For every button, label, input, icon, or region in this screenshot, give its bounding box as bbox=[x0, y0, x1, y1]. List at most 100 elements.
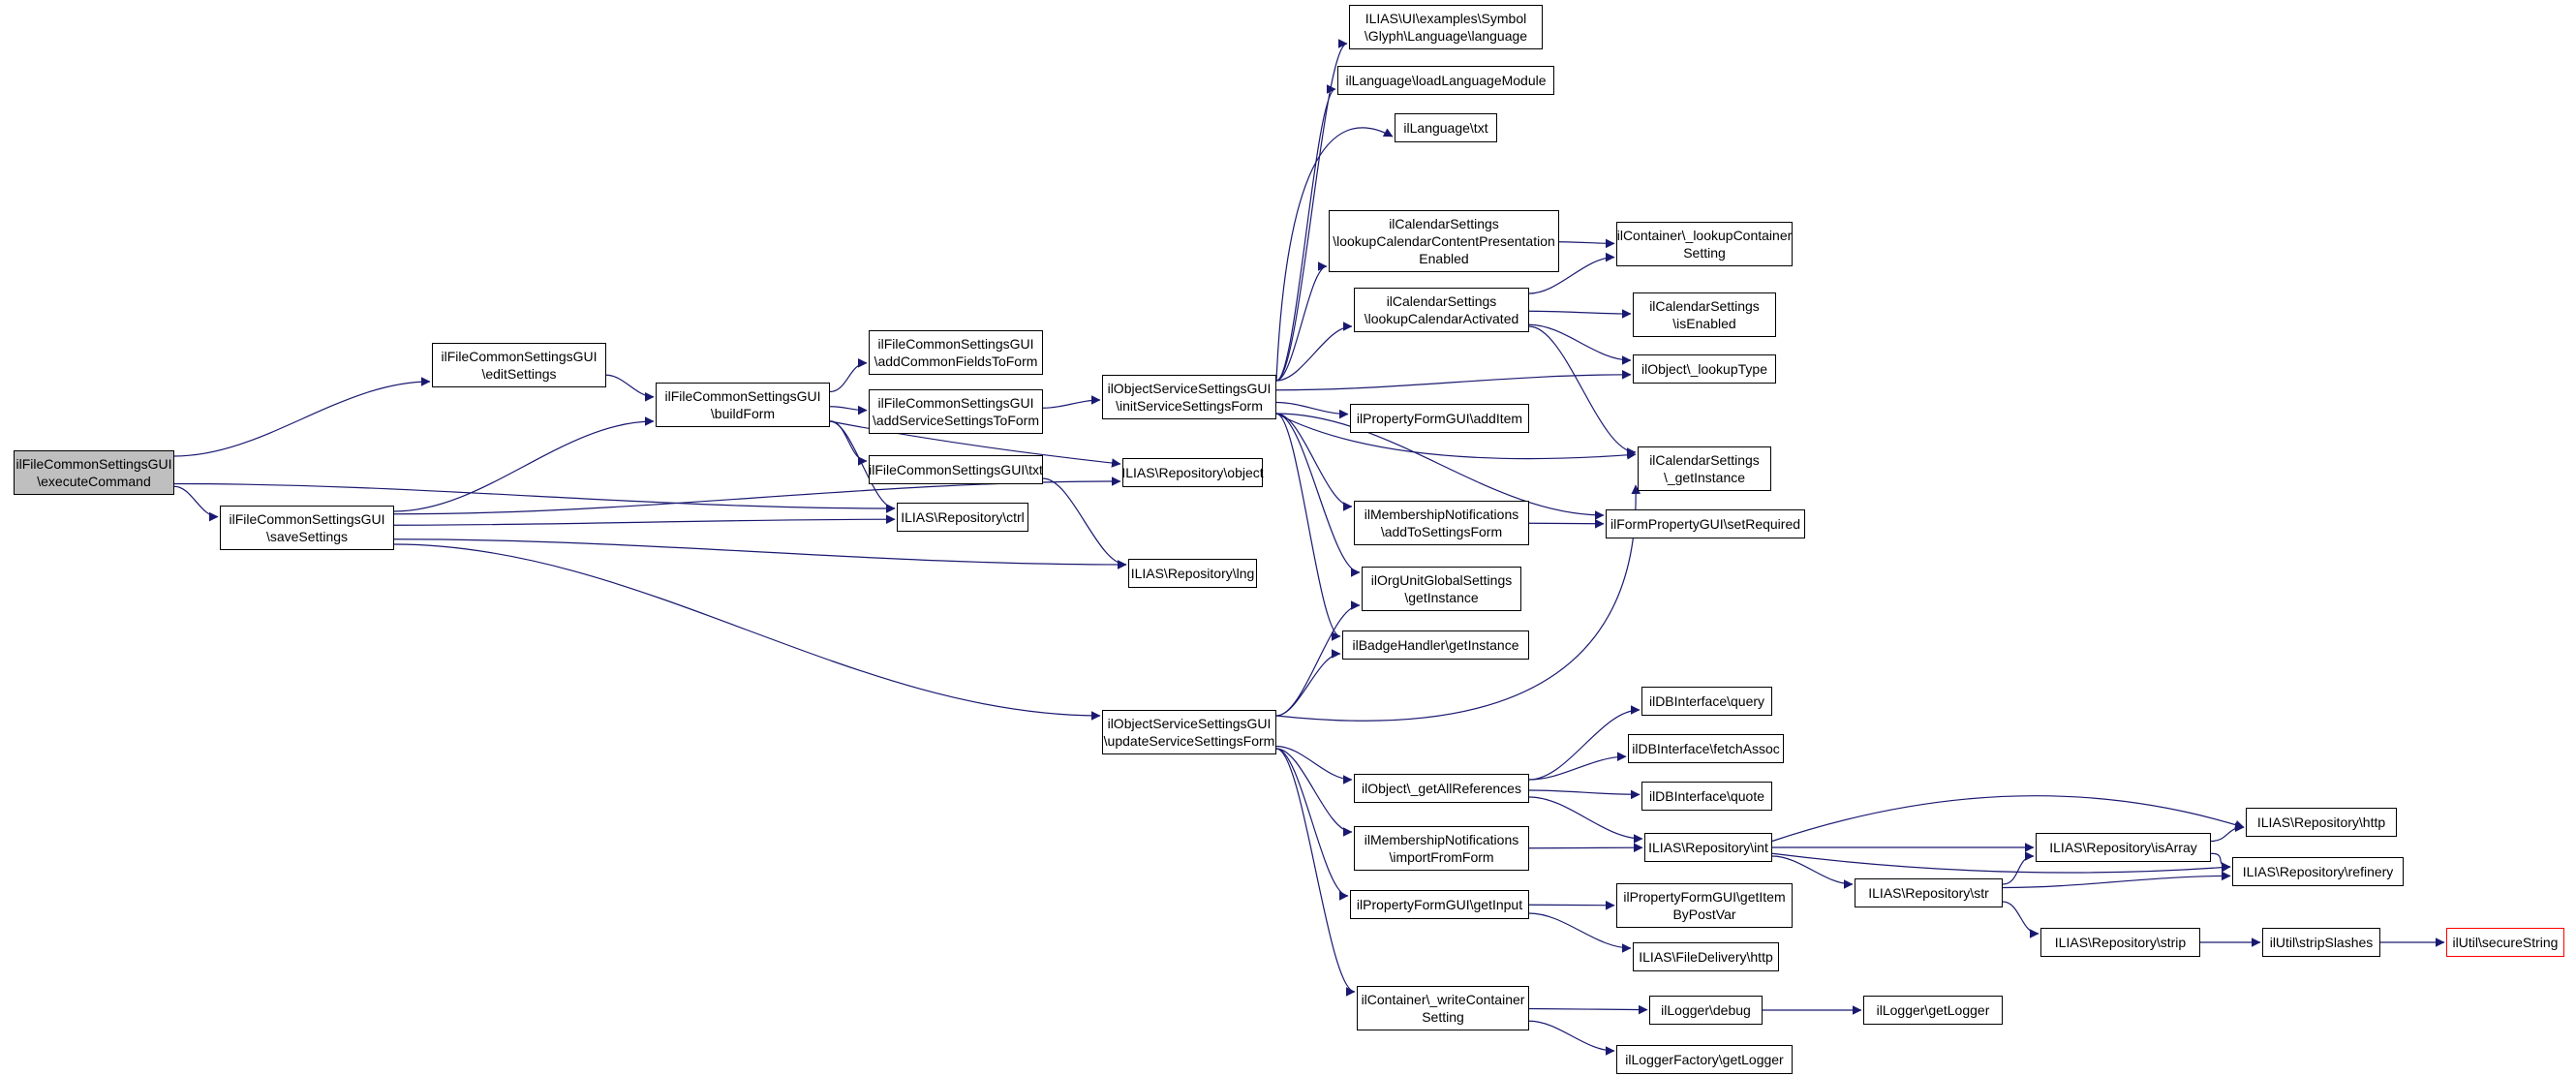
node-add-service-settings[interactable]: ilFileCommonSettingsGUI \addServiceSettin… bbox=[869, 389, 1043, 434]
edge-int--refinery bbox=[1771, 852, 2231, 874]
node-lookup-cal-activated[interactable]: ilCalendarSettings\lookupCalendarActivat… bbox=[1354, 288, 1529, 332]
node-label-line: \editSettings bbox=[481, 366, 557, 382]
edge-save-settings--build-form bbox=[393, 416, 655, 512]
node-label-line: ilUtil\stripSlashes bbox=[2269, 935, 2374, 950]
node-db-query[interactable]: ilDBInterface\query bbox=[1641, 687, 1772, 716]
edge-lookup-cal-activated--lookup-container-setting bbox=[1528, 252, 1615, 294]
node-object[interactable]: ILIAS\Repository\object bbox=[1121, 458, 1264, 487]
node-init-form[interactable]: ilObjectServiceSettingsGUI \initServiceSe… bbox=[1102, 375, 1276, 419]
node-set-required[interactable]: ilFormPropertyGUI\setRequired bbox=[1606, 509, 1805, 538]
edge-lookup-ccpe--lookup-container-setting bbox=[1558, 238, 1615, 249]
node-add-to-settings-form[interactable]: ilMembershipNotifications\addToSettingsF… bbox=[1354, 501, 1529, 545]
node-label-line: \Glyph\Language\language bbox=[1364, 28, 1528, 44]
edge-init-form--language bbox=[1275, 39, 1348, 382]
node-label-line: ILIAS\Repository\ctrl bbox=[901, 509, 1025, 525]
node-label-line: ILIAS\Repository\object bbox=[1121, 465, 1264, 480]
node-label-line: ILIAS\UI\examples\Symbol bbox=[1365, 11, 1527, 26]
node-save-settings[interactable]: ilFileCommonSettingsGUI\saveSettings bbox=[220, 506, 394, 550]
node-ctrl[interactable]: ILIAS\Repository\ctrl bbox=[897, 503, 1028, 532]
node-edit-settings[interactable]: ilFileCommonSettingsGUI\editSettings bbox=[432, 343, 606, 387]
node-import-from-form[interactable]: ilMembershipNotifications\importFromForm bbox=[1354, 826, 1529, 871]
node-update-form[interactable]: ilObjectServiceSettingsGUI\updateService… bbox=[1102, 710, 1276, 754]
node-label-line: ILIAS\Repository\lng bbox=[1130, 566, 1255, 581]
node-label-line: \addServiceSettingsToForm bbox=[873, 413, 1039, 428]
node-secure-string[interactable]: ilUtil\secureString bbox=[2446, 928, 2564, 957]
node-strip[interactable]: ILIAS\Repository\strip bbox=[2040, 928, 2200, 957]
edge-str--strip bbox=[2002, 901, 2039, 938]
node-str[interactable]: ILIAS\Repository\str bbox=[1855, 878, 2003, 907]
edge-build-form--object bbox=[829, 420, 1121, 468]
node-add-common-fields[interactable]: ilFileCommonSettingsGUI\addCommonFieldsT… bbox=[869, 330, 1043, 375]
node-int[interactable]: ILIAS\Repository\int bbox=[1644, 833, 1772, 862]
node-label-line: \executeCommand bbox=[37, 474, 151, 489]
node-label-line: Setting bbox=[1683, 245, 1726, 261]
node-is-enabled[interactable]: ilCalendarSettings\isEnabled bbox=[1633, 292, 1776, 337]
node-refinery[interactable]: ILIAS\Repository\refinery bbox=[2232, 857, 2404, 886]
node-logger-factory-get-logger[interactable]: ilLoggerFactory\getLogger bbox=[1616, 1045, 1793, 1074]
node-label-line: ilObject\_getAllReferences bbox=[1362, 781, 1521, 796]
node-label-line: ilContainer\_writeContainer bbox=[1361, 992, 1525, 1007]
node-label-line: ILIAS\Repository\int bbox=[1648, 840, 1768, 855]
node-label-line: ilObjectServiceSettingsGUI bbox=[1107, 716, 1272, 731]
node-repo-http[interactable]: ILIAS\Repository\http bbox=[2246, 808, 2397, 837]
node-strip-slashes[interactable]: ilUtil\stripSlashes bbox=[2262, 928, 2380, 957]
node-txt[interactable]: ilFileCommonSettingsGUI\txt bbox=[869, 455, 1043, 484]
node-label-line: ILIAS\Repository\isArray bbox=[2049, 840, 2197, 855]
node-lookup-type[interactable]: ilObject\_lookupType bbox=[1633, 354, 1776, 384]
edge-update-form--get-all-references bbox=[1275, 745, 1353, 784]
node-lng[interactable]: ILIAS\Repository\lng bbox=[1128, 559, 1257, 588]
node-label-line: ilPropertyFormGUI\getInput bbox=[1356, 897, 1523, 912]
node-language[interactable]: ILIAS\UI\examples\Symbol \Glyph\Language\… bbox=[1349, 5, 1543, 49]
node-build-form[interactable]: ilFileCommonSettingsGUI\buildForm bbox=[656, 383, 830, 427]
node-is-array[interactable]: ILIAS\Repository\isArray bbox=[2036, 833, 2211, 862]
node-label-line: ilFileCommonSettingsGUI bbox=[877, 395, 1034, 411]
node-load-language-module[interactable]: ilLanguage\loadLanguageModule bbox=[1337, 66, 1554, 95]
node-filedelivery-http[interactable]: ILIAS\FileDelivery\http bbox=[1633, 942, 1779, 971]
edge-is-array--repo-http bbox=[2210, 822, 2245, 843]
edge-lookup-cal-activated--is-enabled bbox=[1528, 309, 1632, 319]
node-db-fetch-assoc[interactable]: ilDBInterface\fetchAssoc bbox=[1628, 734, 1784, 763]
node-get-input[interactable]: ilPropertyFormGUI\getInput bbox=[1350, 890, 1529, 919]
edge-txt--lng bbox=[1042, 477, 1127, 569]
edge-update-form--get-input bbox=[1275, 748, 1349, 901]
node-label-line: ilLoggerFactory\getLogger bbox=[1625, 1052, 1784, 1067]
node-db-quote[interactable]: ilDBInterface\quote bbox=[1641, 782, 1772, 811]
node-label-line: ilPropertyFormGUI\addItem bbox=[1356, 411, 1523, 426]
edge-build-form--add-common-fields bbox=[829, 358, 868, 393]
node-lang-txt[interactable]: ilLanguage\txt bbox=[1395, 113, 1497, 142]
edge-init-form--badge-get-instance bbox=[1275, 413, 1341, 641]
node-orgunit-get-instance[interactable]: ilOrgUnitGlobalSettings\getInstance bbox=[1362, 567, 1521, 611]
node-label-line: ILIAS\FileDelivery\http bbox=[1639, 949, 1773, 965]
node-lookup-ccpe[interactable]: ilCalendarSettings\lookupCalendarContent… bbox=[1329, 210, 1559, 272]
node-get-all-references[interactable]: ilObject\_getAllReferences bbox=[1354, 774, 1529, 803]
edge-init-form--lang-txt bbox=[1275, 127, 1394, 382]
node-label-line: ILIAS\Repository\strip bbox=[2054, 935, 2187, 950]
edge-save-settings--ctrl bbox=[393, 514, 896, 526]
node-badge-get-instance[interactable]: ilBadgeHandler\getInstance bbox=[1342, 630, 1529, 660]
node-label-line: ilLanguage\txt bbox=[1403, 120, 1488, 136]
edge-write-container-setting--logger-debug bbox=[1528, 1004, 1648, 1015]
node-logger-get-logger[interactable]: ilLogger\getLogger bbox=[1863, 996, 2003, 1025]
edge-execute-command--edit-settings bbox=[173, 377, 431, 457]
node-label-line: \lookupCalendarContentPresentation bbox=[1333, 233, 1555, 249]
edge-lookup-cal-activated--cal-get-instance bbox=[1528, 325, 1637, 457]
node-cal-get-instance[interactable]: ilCalendarSettings\_getInstance bbox=[1638, 446, 1771, 491]
edge-str--refinery bbox=[2002, 871, 2231, 889]
node-add-item[interactable]: ilPropertyFormGUI\addItem bbox=[1350, 404, 1529, 433]
edge-update-form--badge-get-instance bbox=[1275, 649, 1341, 717]
node-label-line: ILIAS\Repository\refinery bbox=[2242, 864, 2394, 879]
node-label-line: ilFileCommonSettingsGUI bbox=[229, 511, 385, 527]
edge-add-service-settings--init-form bbox=[1042, 395, 1101, 409]
edge-update-form--cal-get-instance bbox=[1275, 484, 1641, 722]
node-label-line: \initServiceSettingsForm bbox=[1116, 398, 1263, 414]
node-logger-debug[interactable]: ilLogger\debug bbox=[1649, 996, 1763, 1025]
edge-init-form--lookup-type bbox=[1275, 370, 1632, 391]
node-label-line: \addToSettingsForm bbox=[1380, 524, 1503, 539]
node-label-line: ilObjectServiceSettingsGUI bbox=[1107, 381, 1272, 396]
edge-get-all-references--int bbox=[1528, 796, 1643, 844]
